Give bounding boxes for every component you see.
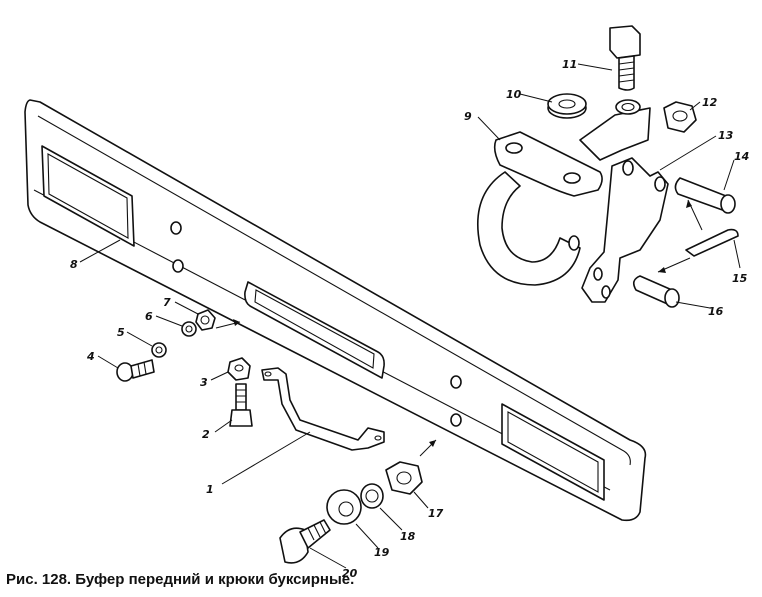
towing-hook — [477, 99, 651, 286]
label-4: 4 — [86, 350, 95, 363]
label-16: 16 — [708, 305, 724, 318]
nut-12 — [663, 101, 697, 133]
label-18: 18 — [400, 530, 416, 543]
figure-caption: Рис. 128. Буфер передний и крюки буксирн… — [6, 571, 355, 588]
label-17: 17 — [428, 507, 444, 520]
washer-5 — [151, 342, 167, 358]
nut-7 — [195, 309, 216, 331]
bracket-1 — [261, 367, 385, 451]
cotter-pin-15 — [685, 228, 739, 257]
nut-17 — [385, 461, 423, 495]
label-20: 20 — [342, 567, 358, 580]
bolt-2 — [229, 383, 253, 427]
label-9: 9 — [464, 110, 472, 123]
label-13: 13 — [718, 129, 734, 142]
arrows — [215, 199, 703, 457]
bolt-4 — [116, 359, 155, 382]
label-2: 2 — [202, 428, 210, 441]
part-labels: 1 2 3 4 5 6 7 8 9 10 11 12 13 14 15 16 1… — [70, 58, 749, 580]
label-1: 1 — [206, 483, 214, 496]
label-15: 15 — [732, 272, 748, 285]
nut-3 — [227, 357, 251, 381]
hook-bracket-13 — [581, 157, 669, 303]
label-10: 10 — [506, 88, 522, 101]
front-bumper — [24, 99, 647, 522]
label-5: 5 — [117, 326, 125, 339]
washer-19 — [326, 489, 362, 525]
label-11: 11 — [562, 58, 577, 71]
label-3: 3 — [200, 376, 208, 389]
washer-6 — [181, 321, 197, 337]
label-8: 8 — [70, 258, 78, 271]
label-19: 19 — [374, 546, 390, 559]
label-7: 7 — [163, 296, 171, 309]
label-14: 14 — [734, 150, 749, 163]
bolt-11 — [609, 25, 641, 91]
leader-lines — [79, 63, 741, 569]
pin-16 — [632, 275, 680, 308]
bolt-20 — [279, 519, 331, 564]
label-12: 12 — [702, 96, 718, 109]
lock-washer-18 — [360, 483, 384, 509]
label-6: 6 — [145, 310, 153, 323]
pin-14 — [674, 177, 736, 214]
washer-10 — [547, 93, 587, 119]
